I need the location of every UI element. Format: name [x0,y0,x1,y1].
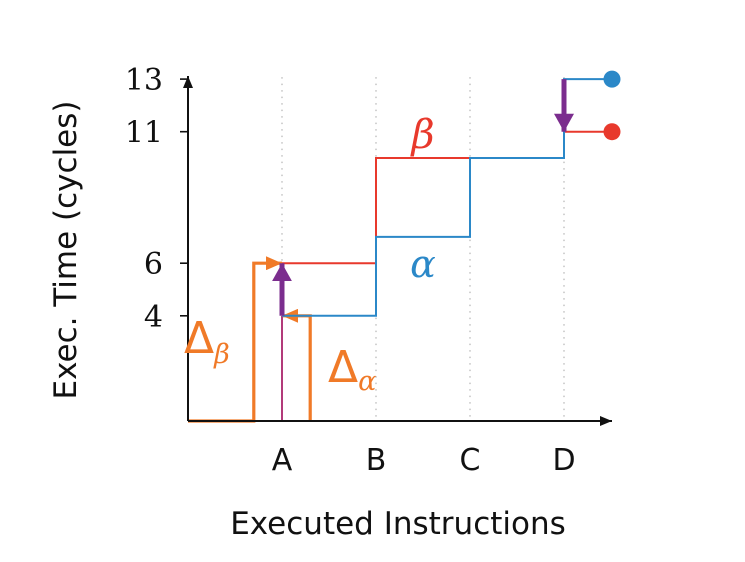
y-tick-label-11: 11 [125,116,163,151]
x-tick-label-d: D [552,443,575,478]
series-label-alpha: α [410,242,436,286]
delta-alpha-label: Δα [328,342,376,397]
y-axis-label: Exec. Time (cycles) [48,101,84,400]
y-tick-label-6: 6 [144,247,163,282]
series-beta-end-marker [603,123,621,141]
series-beta-line [282,130,611,265]
delta-beta-main: Δ [184,313,214,364]
series-layer [282,70,621,317]
delta-alpha-main: Δ [328,342,358,393]
delta-beta-label: Δβ [184,313,230,370]
delta-beta-sub: β [213,339,230,370]
x-tick-label-c: C [460,443,481,478]
x-tick-label-a: A [272,443,293,478]
y-tick-label-4: 4 [144,300,163,335]
series-label-beta: β [409,112,434,158]
delta-alpha-sub: α [358,366,376,397]
series-alpha-end-marker [603,70,621,88]
axis-layer [180,76,612,426]
delta-alpha-path [282,308,312,421]
y-tick-label-13: 13 [125,63,163,98]
x-tick-label-b: B [366,443,387,478]
arrow-layer [272,79,574,316]
x-axis-label: Executed Instructions [230,506,566,542]
